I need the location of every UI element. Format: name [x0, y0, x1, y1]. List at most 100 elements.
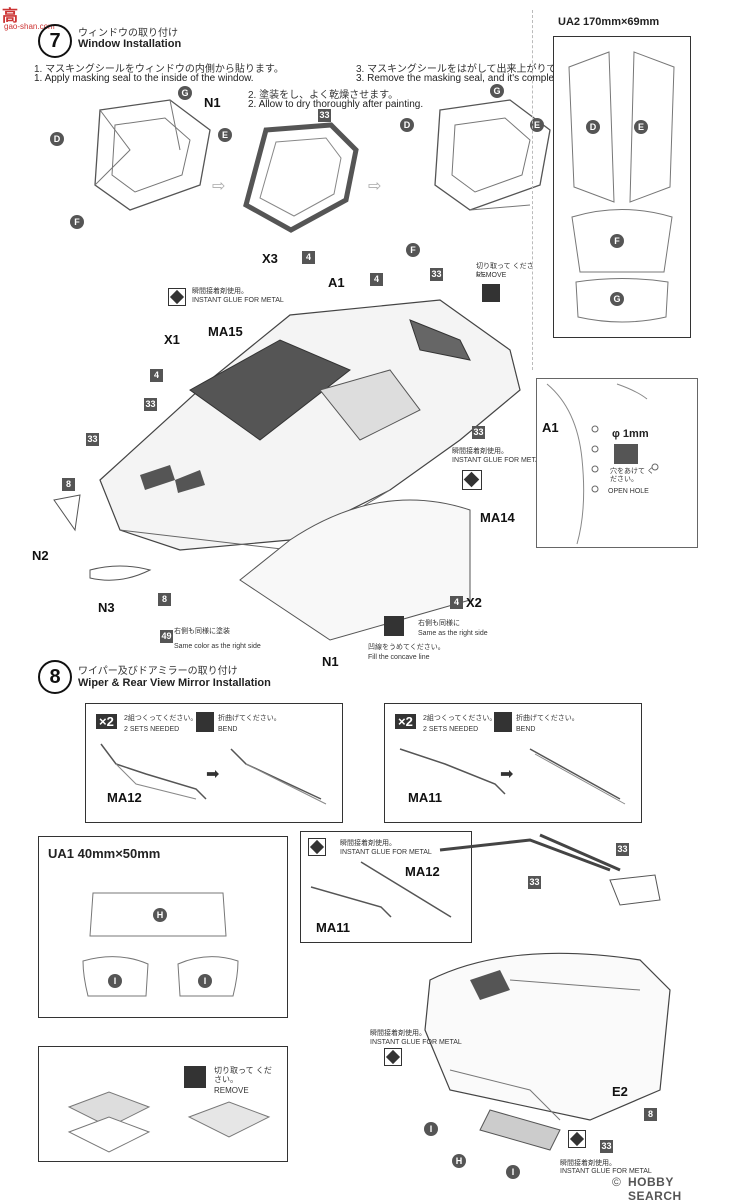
- ua1-masking-box: [38, 836, 288, 1018]
- part-label-f: F: [406, 243, 420, 257]
- ua2-outline: [568, 51, 675, 323]
- wiper-ma11-drawing: [399, 748, 626, 805]
- glue-note-jp: 瞬間接着剤使用。: [370, 1030, 426, 1037]
- part-label-a1: A1: [542, 420, 559, 435]
- glue-wiper-drawing: [310, 861, 452, 918]
- part-number-4: 4: [150, 369, 163, 382]
- glue-icon: [308, 838, 326, 856]
- mesh-detail-box: [38, 1046, 288, 1162]
- ua2-masking-sheet: [553, 36, 691, 338]
- arrow-icon: ⇨: [212, 178, 226, 195]
- part-label-a1: A1: [328, 275, 345, 290]
- ua1-part-i-right: I: [198, 974, 212, 988]
- part-number-4: 4: [370, 273, 383, 286]
- car-front-diagram: [424, 833, 671, 1151]
- bend-jp: 折曲げてください。: [218, 715, 281, 722]
- step-7-number: 7: [38, 24, 72, 58]
- part-label-ma11: MA11: [316, 920, 350, 935]
- part-label-n1: N1: [204, 95, 221, 110]
- part-number-8: 8: [158, 593, 171, 606]
- ua2-part-d: D: [586, 120, 600, 134]
- ua2-part-g: G: [610, 292, 624, 306]
- same-side-jp: 右側も同様に: [418, 620, 460, 627]
- part-label-x3: X3: [262, 251, 278, 266]
- ua1-part-i-left: I: [108, 974, 122, 988]
- bend-icon: [196, 712, 214, 732]
- part-label-d: D: [400, 118, 414, 132]
- window-masking-removal-diagram: [434, 99, 551, 211]
- sets-needed-en: 2 SETS NEEDED: [124, 726, 180, 733]
- part-number-33: 33: [600, 1140, 613, 1153]
- window-painted-diagram: [243, 122, 359, 233]
- hole-size: φ 1mm: [612, 428, 649, 440]
- glue-note-jp: 瞬間接着剤使用。: [340, 840, 396, 847]
- glue-icon: [168, 288, 186, 306]
- part-number-33: 33: [528, 876, 541, 889]
- step-7-instruction-1-jp: 1. マスキングシールをウィンドウの内側から貼ります。: [34, 64, 284, 75]
- part-label-e2: E2: [612, 1084, 628, 1099]
- part-number-33: 33: [86, 433, 99, 446]
- footer-copyright: ©: [612, 1175, 621, 1189]
- x2-badge: ×2: [96, 714, 117, 729]
- sets-needed-jp: 2組つくってください。: [124, 715, 198, 722]
- step-7-instruction-2-jp: 2. 塗装をし、よく乾燥させます。: [248, 90, 399, 101]
- ua2-part-e: E: [634, 120, 648, 134]
- part-label-g: G: [178, 86, 192, 100]
- part-number-33: 33: [430, 268, 443, 281]
- part-number-49: 49: [160, 630, 173, 643]
- sets-needed-jp: 2組つくってください。: [423, 715, 497, 722]
- part-label-ma12: MA12: [405, 864, 440, 879]
- ua2-part-f: F: [610, 234, 624, 248]
- part-label-n3: N3: [98, 600, 115, 615]
- step-7-title-en: Window Installation: [78, 38, 182, 50]
- glue-icon: [568, 1130, 586, 1148]
- part-label-i: I: [424, 1122, 438, 1136]
- remove-note-jp: 切り取って ください。: [214, 1066, 272, 1085]
- glue-icon: [462, 470, 482, 490]
- remove-icon: [482, 284, 500, 302]
- ua1-part-h: H: [153, 908, 167, 922]
- step-7-instruction-3-jp: 3. マスキングシールをはがして出来上がりです。: [356, 64, 576, 75]
- step-7-title-jp: ウィンドウの取り付け: [78, 28, 178, 39]
- bend-jp: 折曲げてください。: [516, 715, 579, 722]
- footer-brand: HOBBY SEARCH: [628, 1175, 682, 1203]
- part-number-33: 33: [318, 109, 331, 122]
- hole-detail-outline: [546, 383, 659, 545]
- part-label-d: D: [50, 132, 64, 146]
- part-number-4: 4: [450, 596, 463, 609]
- arrow-icon: ⇨: [368, 178, 382, 195]
- part-label-n1: N1: [322, 654, 339, 669]
- fill-line-jp: 凹線をうめてください。: [368, 644, 445, 651]
- part-label-ma12: MA12: [107, 790, 142, 805]
- step-7-instruction-2-en: 2. Allow to dry thoroughly after paintin…: [248, 99, 424, 110]
- watermark-text: 高: [2, 8, 19, 25]
- step-8-title-jp: ワイパー及びドアミラーの取り付け: [78, 666, 238, 677]
- arrow-icon: ➡: [206, 766, 220, 783]
- step-8-title-en: Wiper & Rear View Mirror Installation: [78, 677, 271, 689]
- part-label-ma11: MA11: [408, 790, 442, 805]
- bend-icon: [494, 712, 512, 732]
- glue-note-en: INSTANT GLUE FOR METAL: [560, 1168, 652, 1175]
- mesh-detail-drawing: [67, 1091, 271, 1153]
- glue-note-jp: 瞬間接着剤使用。: [192, 288, 248, 295]
- ua2-title: UA2 170mm×69mm: [558, 16, 660, 28]
- arrow-icon: ➡: [500, 766, 514, 783]
- fill-line-icon: [384, 616, 404, 636]
- bend-en: BEND: [218, 726, 238, 733]
- ua1-outline: [82, 892, 239, 997]
- same-side-en: Same as the right side: [418, 630, 488, 637]
- remove-note-en: REMOVE: [476, 272, 507, 279]
- part-label-ma14: MA14: [480, 510, 515, 525]
- remove-note-jp: 切り取って ください。: [476, 263, 534, 279]
- same-color-jp: 右側も同様に塗装: [174, 628, 230, 635]
- step-7-instruction-3-en: 3. Remove the masking seal, and it's com…: [356, 73, 566, 84]
- wiper-ma12-box: [85, 703, 343, 823]
- part-label-h: H: [452, 1154, 466, 1168]
- glue-note-jp: 瞬間接着剤使用。: [560, 1160, 616, 1167]
- glue-note-en: INSTANT GLUE FOR METAL: [192, 297, 284, 304]
- column-divider: [532, 10, 533, 370]
- part-number-8: 8: [62, 478, 75, 491]
- part-number-33: 33: [472, 426, 485, 439]
- part-number-4: 4: [302, 251, 315, 264]
- sets-needed-en: 2 SETS NEEDED: [423, 726, 479, 733]
